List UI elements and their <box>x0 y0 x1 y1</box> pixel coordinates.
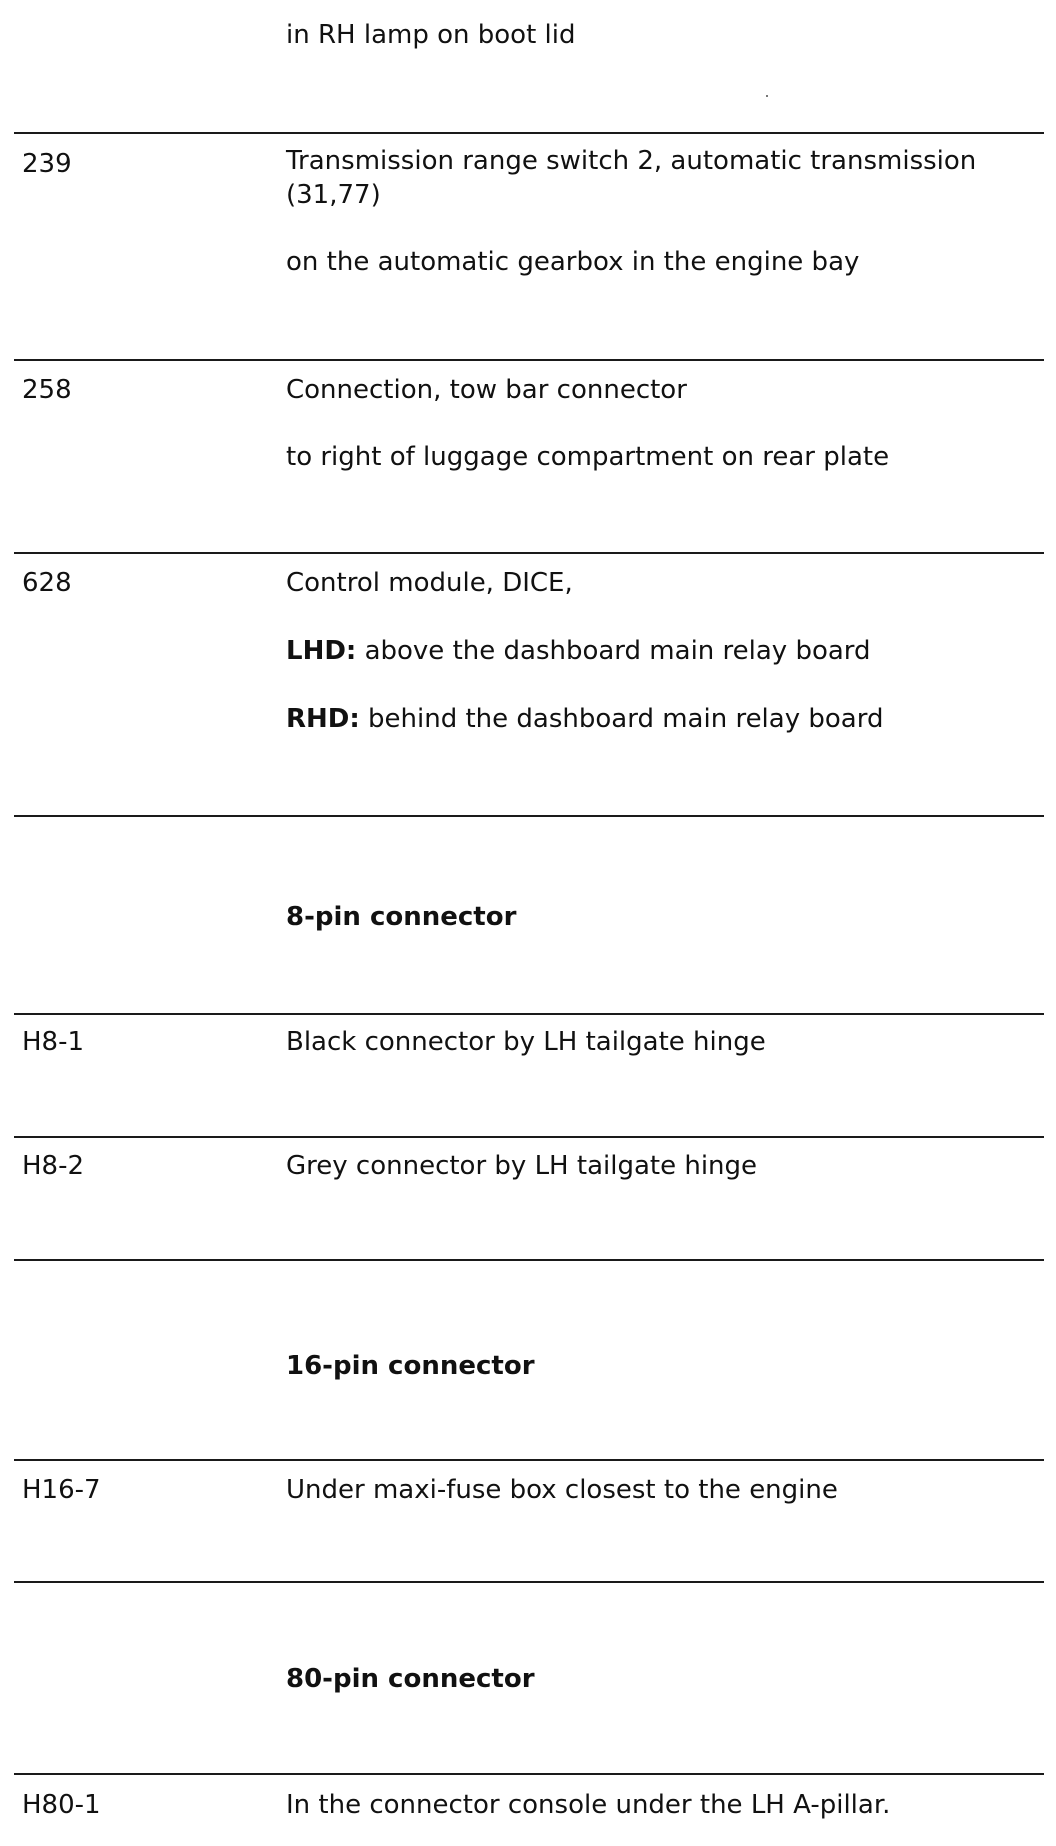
continuation-description: in RH lamp on boot lid <box>286 20 576 50</box>
row-divider <box>14 1773 1044 1775</box>
row-description: Black connector by LH tailgate hinge <box>286 1027 766 1057</box>
row-divider <box>14 359 1044 361</box>
row-divider <box>14 132 1044 134</box>
section-heading-16-pin: 16-pin connector <box>286 1351 535 1381</box>
row-code: 628 <box>22 568 72 598</box>
row-location: to right of luggage compartment on rear … <box>286 442 890 472</box>
row-divider <box>14 1259 1044 1261</box>
row-description: Under maxi-fuse box closest to the engin… <box>286 1475 838 1505</box>
row-title: Control module, DICE, <box>286 568 573 598</box>
lhd-location-line: LHD: above the dashboard main relay boar… <box>286 634 871 668</box>
row-code: H8-1 <box>22 1027 85 1057</box>
row-code: H16-7 <box>22 1475 101 1505</box>
row-title: Transmission range switch 2, automatic t… <box>286 146 977 210</box>
scan-speck <box>766 95 768 97</box>
row-code: H80-1 <box>22 1790 101 1820</box>
section-heading-80-pin: 80-pin connector <box>286 1664 535 1694</box>
row-divider <box>14 1459 1044 1461</box>
section-heading-8-pin: 8-pin connector <box>286 902 517 932</box>
rhd-label: RHD: <box>286 704 360 734</box>
row-divider <box>14 552 1044 554</box>
row-code: 258 <box>22 375 72 405</box>
row-title: Connection, tow bar connector <box>286 375 687 405</box>
lhd-label: LHD: <box>286 636 357 666</box>
row-code: H8-2 <box>22 1151 85 1181</box>
row-divider <box>14 815 1044 817</box>
row-divider <box>14 1581 1044 1583</box>
row-divider <box>14 1013 1044 1015</box>
lhd-text: above the dashboard main relay board <box>356 636 871 666</box>
row-description: Grey connector by LH tailgate hinge <box>286 1151 758 1181</box>
rhd-location-line: RHD: behind the dashboard main relay boa… <box>286 702 883 736</box>
row-code: 239 <box>22 149 72 179</box>
row-location: on the automatic gearbox in the engine b… <box>286 247 860 277</box>
row-divider <box>14 1136 1044 1138</box>
rhd-text: behind the dashboard main relay board <box>359 704 884 734</box>
row-description: In the connector console under the LH A-… <box>286 1790 891 1820</box>
